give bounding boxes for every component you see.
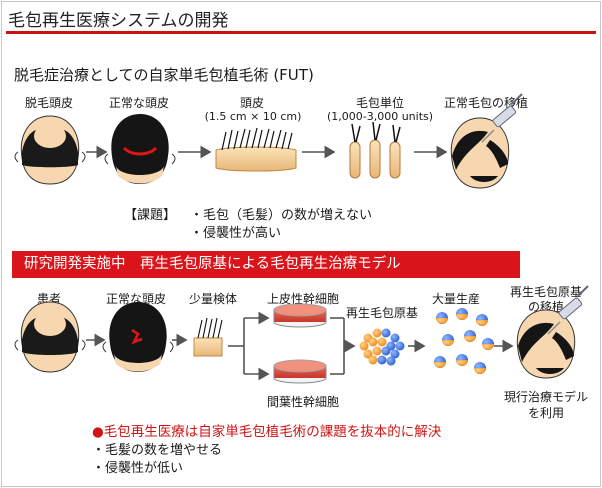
label-transplant-line2: の移植 (527, 300, 564, 314)
research-banner: 研究開発実施中 再生毛包原基による毛包再生治療モデル (12, 251, 520, 278)
label-mesenchymal-stem-cells: 間葉性幹細胞 (266, 395, 339, 409)
issue-item: ・侵襲性が高い (190, 226, 282, 241)
mass-production-icon (434, 308, 494, 374)
label-transplant-line1: 再生毛包原基 (509, 285, 582, 299)
step-label-normal-scalp: 正常な頭皮 (108, 96, 169, 110)
branch-arrows (228, 311, 270, 381)
normal-head-icon (104, 114, 176, 184)
conclusion-text: ●毛包再生医療は自家単毛包植毛術の課題を抜本的に解決 (92, 424, 442, 440)
transplant-head-icon (450, 93, 523, 189)
issue-item: ・毛包（毛髪）の数が増えない (190, 208, 373, 223)
primordium-cluster-icon (359, 328, 405, 366)
step-sub-scalp-size: (1.5 cm × 10 cm) (204, 110, 302, 123)
label-regenerated-primordium: 再生毛包原基 (345, 306, 418, 320)
patient-head-icon (14, 301, 86, 373)
title-rule (6, 31, 596, 34)
fut-heading: 脱毛症治療としての自家単毛包植毛術 (FUT) (14, 66, 314, 84)
label-normal-scalp-2: 正常な頭皮 (105, 292, 166, 306)
issues-tag: 【課題】 (124, 208, 177, 223)
mesenchymal-dish-icon (273, 359, 327, 384)
page-title: 毛包再生医療システムの開発 (8, 11, 229, 31)
small-sample-icon (193, 317, 223, 357)
step-label-follicular-unit: 毛包単位 (355, 96, 404, 110)
normal-head-biopsy-icon (102, 302, 174, 372)
label-current-model-line1: 現行治療モデル (503, 390, 588, 404)
step-sub-unit-count: (1,000-3,000 units) (326, 110, 434, 123)
label-mass-production: 大量生産 (431, 292, 480, 306)
follicular-unit-icon (349, 121, 401, 179)
label-small-sample: 少量検体 (188, 292, 237, 306)
step-label-scalp-strip: 頭皮 (239, 96, 264, 110)
syringe-icon (481, 93, 523, 143)
benefit-item: ・毛髪の数を増やせる (92, 443, 223, 458)
regenerative-transplant-head-icon (516, 285, 589, 379)
bald-head-icon (14, 115, 86, 185)
label-epithelial-stem-cells: 上皮性幹細胞 (266, 292, 339, 306)
epithelial-dish-icon (273, 303, 327, 328)
label-current-model-line2: を利用 (527, 406, 564, 420)
merge-arrows (330, 317, 356, 375)
benefit-item: ・侵襲性が低い (92, 461, 184, 476)
syringe-icon (547, 285, 589, 335)
scalp-strip-icon (215, 127, 297, 172)
step-label-transplant: 正常毛包の移植 (443, 96, 528, 110)
step-label-bald-scalp: 脱毛頭皮 (24, 96, 73, 110)
